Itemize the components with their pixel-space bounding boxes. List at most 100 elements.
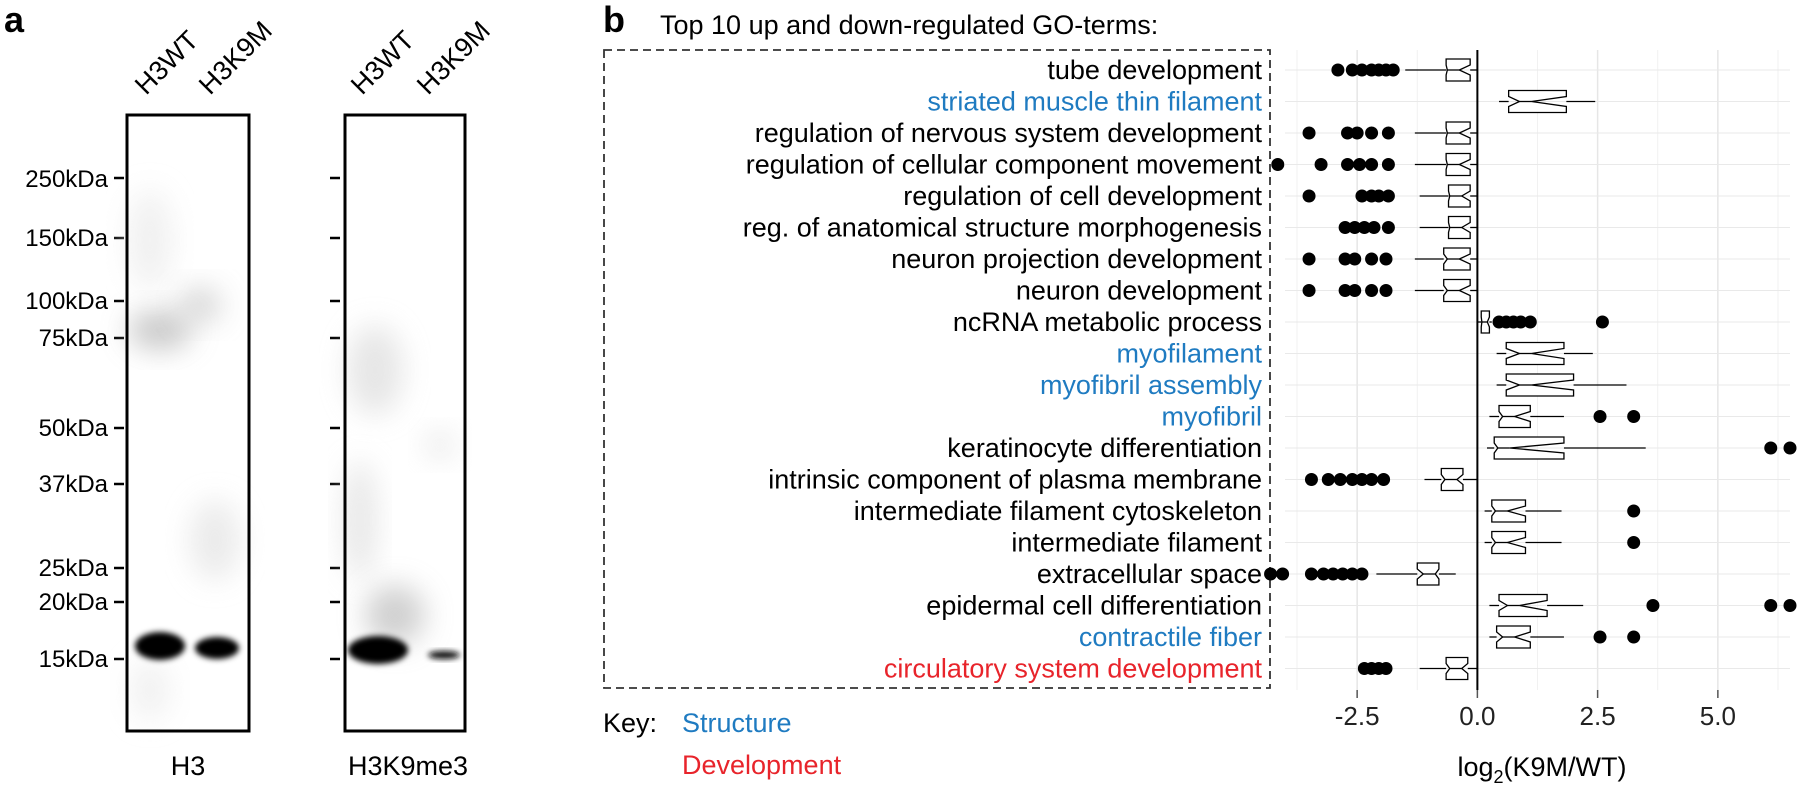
- outlier-point: [1381, 126, 1395, 140]
- outlier-point: [1355, 63, 1369, 77]
- outlier-point: [1357, 221, 1371, 234]
- outlier-point: [1338, 221, 1352, 234]
- panel-b-title: Top 10 up and down-regulated GO-terms:: [660, 10, 1158, 40]
- boxplot-row: [1484, 499, 1641, 523]
- outlier-point: [1365, 473, 1379, 486]
- notched-box: [1491, 530, 1527, 555]
- blot2-antibody-label: H3K9me3: [348, 751, 468, 781]
- outlier-point: [1379, 284, 1393, 297]
- term-label: intrinsic component of plasma membrane: [768, 465, 1262, 495]
- outlier-point: [1783, 441, 1797, 455]
- blot1-antibody-label: H3: [171, 751, 206, 781]
- term-label: intermediate filament cytoskeleton: [854, 496, 1262, 526]
- term-label: ncRNA metabolic process: [953, 307, 1262, 337]
- boxplot-row: [1304, 467, 1478, 492]
- outlier-point: [1264, 567, 1278, 581]
- term-label: neuron development: [1016, 276, 1263, 306]
- notched-box: [1505, 341, 1565, 366]
- blot-h3: [125, 113, 251, 733]
- outlier-point: [1355, 567, 1369, 581]
- outlier-point: [1595, 315, 1609, 329]
- boxplot-row: [1302, 278, 1478, 303]
- outlier-point: [1764, 441, 1778, 455]
- boxplot-row: [1331, 58, 1478, 82]
- marker-labels: 250kDa 150kDa 100kDa 75kDa 50kDa 37kDa 2…: [25, 166, 108, 673]
- outlier-point: [1646, 599, 1660, 612]
- panel-b: b Top 10 up and down-regulated GO-terms:…: [603, 0, 1797, 787]
- outlier-point: [1336, 567, 1350, 581]
- marker-label: 100kDa: [25, 288, 108, 315]
- term-label: regulation of cell development: [903, 181, 1262, 211]
- boxplot-row: [1489, 593, 1797, 618]
- outlier-point: [1348, 252, 1362, 266]
- boxplot-row: [1271, 152, 1478, 177]
- marker-label: 250kDa: [25, 166, 108, 193]
- term-label: epidermal cell differentiation: [926, 591, 1262, 621]
- marker-label: 150kDa: [25, 225, 108, 252]
- outlier-point: [1365, 126, 1379, 140]
- outlier-point: [1379, 662, 1393, 675]
- outlier-point: [1326, 567, 1340, 581]
- outlier-point: [1379, 252, 1393, 266]
- boxplot-row: [1499, 89, 1596, 114]
- boxplot-row: [1484, 530, 1641, 555]
- outlier-point: [1341, 158, 1355, 171]
- outlier-point: [1523, 315, 1537, 329]
- outlier-point: [1302, 189, 1316, 203]
- outlier-point: [1365, 158, 1379, 171]
- outlier-point: [1302, 252, 1316, 266]
- outlier-point: [1593, 630, 1607, 644]
- term-label: extracellular space: [1037, 559, 1262, 589]
- term-list-frame: [603, 49, 1271, 689]
- outlier-point: [1345, 473, 1359, 486]
- boxplot-row: [1487, 436, 1797, 460]
- notched-box: [1498, 404, 1531, 429]
- outlier-point: [1271, 158, 1285, 171]
- term-label: contractile fiber: [1079, 622, 1262, 652]
- term-label: myofilament: [1116, 339, 1262, 369]
- notched-box: [1498, 593, 1548, 618]
- term-label: circulatory system development: [884, 654, 1263, 684]
- panel-a: a H3WT H3K9M H3WT H3K9M 250kDa 150kDa 10…: [4, 0, 496, 781]
- outlier-point: [1377, 473, 1391, 486]
- term-label: tube development: [1047, 55, 1262, 85]
- outlier-point: [1355, 189, 1369, 203]
- boxplot-row: [1302, 121, 1478, 145]
- outlier-point: [1593, 410, 1607, 423]
- x-tick-label: 2.5: [1580, 701, 1616, 731]
- outlier-point: [1381, 158, 1395, 171]
- key-label: Key:: [603, 708, 657, 738]
- outlier-point: [1331, 63, 1345, 77]
- outlier-point: [1386, 63, 1400, 77]
- outlier-point: [1353, 158, 1367, 171]
- outlier-point: [1783, 599, 1797, 612]
- outlier-point: [1341, 126, 1355, 140]
- outlier-point: [1348, 284, 1362, 297]
- notched-box: [1493, 436, 1565, 460]
- outlier-point: [1355, 473, 1369, 486]
- outlier-point: [1333, 473, 1347, 486]
- term-label: regulation of nervous system development: [755, 118, 1263, 148]
- boxplot-row: [1496, 341, 1593, 366]
- boxplot-row: [1357, 656, 1478, 681]
- x-tick-label: 5.0: [1700, 701, 1736, 731]
- outlier-point: [1372, 189, 1386, 203]
- term-label: neuron projection development: [891, 244, 1262, 274]
- blot1-lane2-label: H3K9M: [193, 15, 278, 100]
- boxplot-row: [1489, 625, 1641, 649]
- blot1-lane1-label: H3WT: [129, 25, 204, 100]
- outlier-point: [1365, 252, 1379, 266]
- panel-b-letter: b: [603, 0, 625, 40]
- notched-box: [1505, 373, 1575, 397]
- outlier-point: [1350, 126, 1364, 140]
- outlier-point: [1276, 567, 1290, 581]
- outlier-point: [1304, 567, 1318, 581]
- chart-grid: [1285, 50, 1790, 690]
- term-label: myofibril assembly: [1040, 370, 1263, 400]
- term-label: reg. of anatomical structure morphogenes…: [743, 213, 1262, 243]
- boxplot-row: [1477, 310, 1609, 334]
- x-tick-label: -2.5: [1335, 701, 1380, 731]
- outlier-point: [1321, 473, 1335, 486]
- outlier-point: [1381, 221, 1395, 234]
